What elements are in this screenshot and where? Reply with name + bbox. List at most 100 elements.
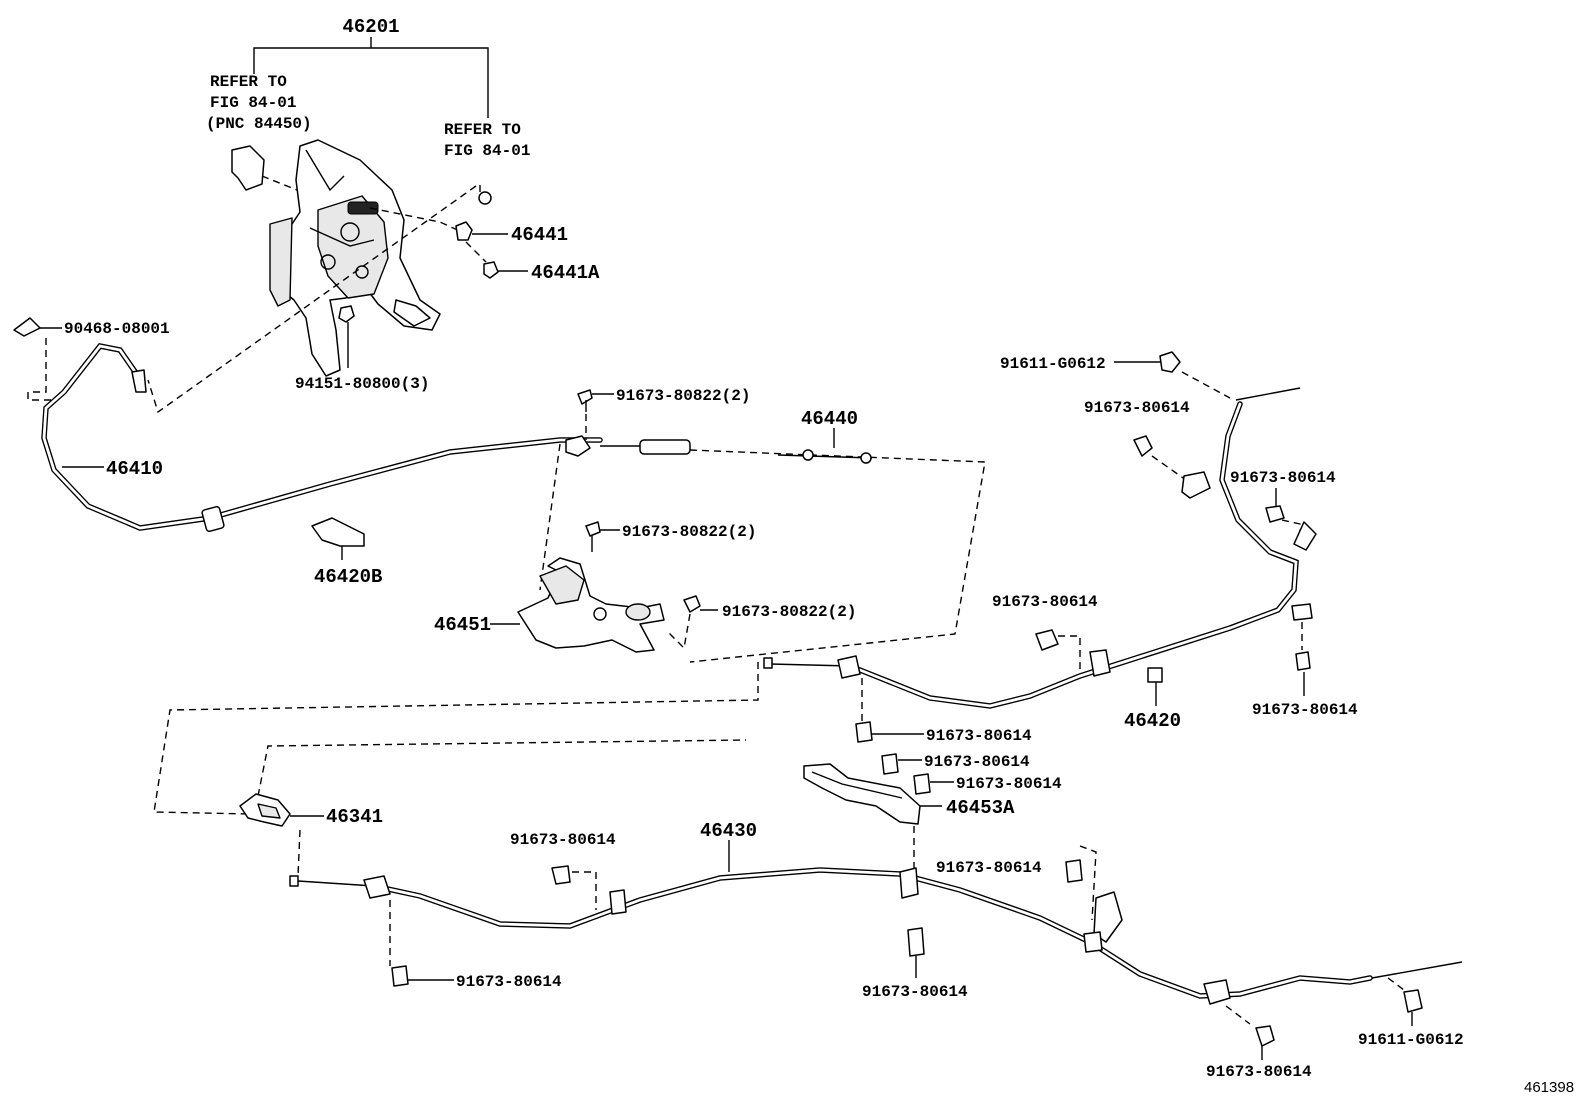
callout-46420B: 46420B (314, 566, 382, 588)
clip-90468-part (13, 317, 41, 337)
bolt-80822-a (577, 389, 593, 405)
nut-94151-part (338, 305, 355, 323)
callout-80614-m2: 91673-80614 (924, 753, 1030, 771)
callout-80614-b2: 91673-80614 (456, 973, 562, 991)
callout-80614-r1: 91673-80614 (1084, 399, 1190, 417)
figure-number: 461398 (1524, 1079, 1574, 1096)
bolt-80614-m2 (881, 753, 899, 775)
callout-80822-c: 91673-80822(2) (722, 603, 856, 621)
pedal-assembly-group: 46201 REFER TO FIG 84-01 (PNC 84450) REF… (206, 16, 600, 393)
callout-80614-m3: 91673-80614 (956, 775, 1062, 793)
callout-46410: 46410 (106, 458, 163, 480)
cable-46420 (847, 401, 1299, 709)
callout-80614-b5: 91673-80614 (1206, 1063, 1312, 1081)
equalizer-end (565, 435, 591, 457)
nut-46441A-part (483, 261, 499, 279)
cable-46430-thread (1371, 961, 1463, 979)
bolt-80614-r4 (1295, 651, 1311, 671)
callout-80822-a: 91673-80822(2) (616, 387, 750, 405)
bracket-r4 (1291, 603, 1313, 621)
ref-right-line2: FIG 84-01 (444, 142, 530, 160)
bolt-80614-b4 (1065, 859, 1083, 883)
equalizer-block (639, 439, 691, 455)
callout-80614-b4: 91673-80614 (936, 859, 1042, 877)
cable-46420-retainer (837, 655, 861, 679)
callout-80822-b: 91673-80822(2) (622, 523, 756, 541)
cable-46410 (41, 342, 603, 531)
callout-46430: 46430 (700, 820, 757, 842)
joint-46341-group: 46341 (239, 793, 383, 877)
callout-80614-r2: 91673-80614 (1230, 469, 1336, 487)
bolt-91611-bottom (1403, 989, 1423, 1013)
cable-46420-end (763, 657, 773, 669)
bolt-80614-r1 (1133, 435, 1153, 457)
front-cable-group: 90468-08001 46410 46420B (13, 185, 603, 588)
bolt-80614-b1 (551, 865, 571, 885)
left-cable-group: 46430 91673-80614 91673-80614 91673-8061… (289, 820, 1464, 1081)
callout-91611-bottom: 91611-G0612 (1358, 1031, 1464, 1049)
pedal-link-dash (147, 185, 477, 414)
bracket-r2 (1293, 521, 1317, 551)
bolt-80822-c (683, 595, 701, 613)
bracket-r1 (1181, 471, 1211, 499)
equalizer-group: 91673-80822(2) 46440 91673-80822(2) 4645… (434, 387, 986, 663)
route-dash-lower (257, 739, 747, 797)
cable-46420-thread (1235, 387, 1301, 401)
nut-46441-dash (369, 207, 463, 233)
ref-left-line3: (PNC 84450) (206, 115, 312, 133)
callout-91611-top: 91611-G0612 (1000, 355, 1106, 373)
callout-80614-b1: 91673-80614 (510, 831, 616, 849)
equalizer-dash (689, 449, 986, 663)
bolt-80614-r2 (1265, 505, 1285, 523)
callout-80614-m1: 91673-80614 (926, 727, 1032, 745)
cable-46410-grommet (201, 505, 225, 533)
callout-46451: 46451 (434, 614, 491, 636)
grommet-b4 (1083, 931, 1103, 953)
callout-90468: 90468-08001 (64, 320, 170, 338)
callout-46440: 46440 (801, 408, 858, 430)
clip-dash (27, 338, 56, 401)
cable-46410-end (131, 369, 147, 393)
callout-80614-r3: 91673-80614 (992, 593, 1098, 611)
bolt-80614-m3 (913, 773, 931, 795)
bracket-46453A (803, 763, 921, 825)
ref-left-line1: REFER TO (210, 73, 287, 91)
cable-46430-retainer (363, 875, 391, 899)
nut-46441A-dash (465, 241, 487, 263)
callout-46453A: 46453A (946, 797, 1015, 819)
clip-46420B-part (311, 517, 365, 547)
route-dash-upper (153, 662, 759, 815)
callout-80614-b3: 91673-80614 (862, 983, 968, 1001)
callout-46441: 46441 (511, 224, 568, 246)
rod-46440 (777, 454, 873, 459)
ref-right-line1: REFER TO (444, 121, 521, 139)
cable-46430-end (289, 875, 299, 887)
cable-46430-wire (297, 880, 375, 887)
callout-46341: 46341 (326, 806, 383, 828)
bracket-b5 (1203, 979, 1231, 1005)
parking-brake-pedal-part (269, 139, 441, 377)
callout-46441A: 46441A (531, 262, 600, 284)
bracket-b-mid (899, 867, 919, 899)
bolt-80822-b (585, 521, 601, 537)
ref-left-line2: FIG 84-01 (210, 94, 296, 112)
callout-94151: 94151-80800(3) (295, 375, 429, 393)
bolt-80614-b3 (907, 927, 925, 957)
right-cable-group: 91611-G0612 91673-80614 91673-80614 9167… (763, 351, 1358, 870)
callout-80614-r4: 91673-80614 (1252, 701, 1358, 719)
grommet-b1 (609, 889, 627, 915)
bolt-80614-b2 (391, 965, 409, 987)
grommet-r3 (1089, 649, 1111, 677)
pedal-switch-part (231, 145, 265, 191)
bolt-80614-b5 (1255, 1025, 1275, 1047)
grommet-46420 (1147, 667, 1163, 683)
bracket-46451-part (517, 557, 665, 653)
callout-46201: 46201 (342, 16, 399, 38)
bolt-ref-right (478, 191, 492, 205)
nut-46441-part (455, 221, 473, 241)
bracket-b4 (1093, 891, 1123, 943)
bolt-80614-m1 (855, 721, 873, 743)
bolt-80614-r3 (1035, 629, 1059, 651)
bolt-91611-top (1159, 351, 1181, 373)
